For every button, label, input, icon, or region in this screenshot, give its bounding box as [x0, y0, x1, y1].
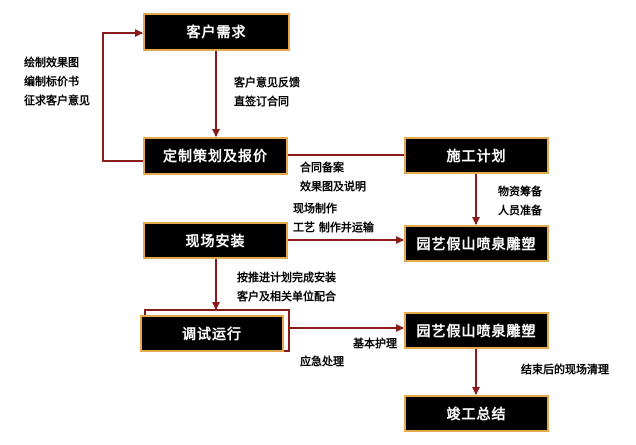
- label-line: 客户意见反馈: [234, 76, 300, 89]
- label-line: 效果图及说明: [300, 180, 366, 193]
- label-line: 客户及相关单位配合: [237, 290, 336, 303]
- label-site-cleanup: 结束后的现场清理: [521, 363, 609, 376]
- node-debug-run: 调试运行: [140, 315, 284, 352]
- label-demand-to-quote: 客户意见反馈 直签订合同: [234, 73, 300, 111]
- label-line: 工艺 制作并运输: [293, 221, 374, 234]
- label-line: 合同备案: [300, 161, 344, 174]
- label-quote-to-plan: 合同备案 效果图及说明: [300, 158, 366, 196]
- line-debug-loop: [144, 309, 290, 352]
- node-landscape-2: 园艺假山喷泉雕塑: [404, 312, 549, 349]
- label-emergency-handling: 应急处理: [300, 355, 344, 368]
- node-landscape-1: 园艺假山喷泉雕塑: [404, 225, 549, 262]
- label-left-loop: 绘制效果图 编制标价书 征求客户意见: [24, 53, 90, 110]
- node-custom-planning-quote: 定制策划及报价: [143, 137, 288, 175]
- node-completion-summary: 竣工总结: [404, 395, 549, 432]
- label-line: 物资筹备: [498, 185, 542, 198]
- label-line: 征求客户意见: [24, 94, 90, 107]
- label-line: 绘制效果图: [24, 56, 79, 69]
- label-plan-to-landscape: 物资筹备 人员准备: [498, 182, 542, 220]
- arrow-quote-to-demand-loop: [102, 29, 143, 162]
- label-install-to-debug: 按推进计划完成安装 客户及相关单位配合: [237, 268, 336, 306]
- node-customer-demand: 客户需求: [143, 13, 290, 51]
- label-line: 现场制作: [293, 202, 337, 215]
- label-install-to-landscape: 现场制作 工艺 制作并运输: [293, 199, 374, 237]
- label-line: 直签订合同: [234, 95, 289, 108]
- label-line: 按推进计划完成安装: [237, 271, 336, 284]
- node-onsite-install: 现场安装: [143, 222, 288, 259]
- label-line: 人员准备: [498, 204, 542, 217]
- node-construction-plan: 施工计划: [404, 137, 549, 174]
- label-basic-care: 基本护理: [353, 337, 397, 350]
- label-line: 编制标价书: [24, 75, 79, 88]
